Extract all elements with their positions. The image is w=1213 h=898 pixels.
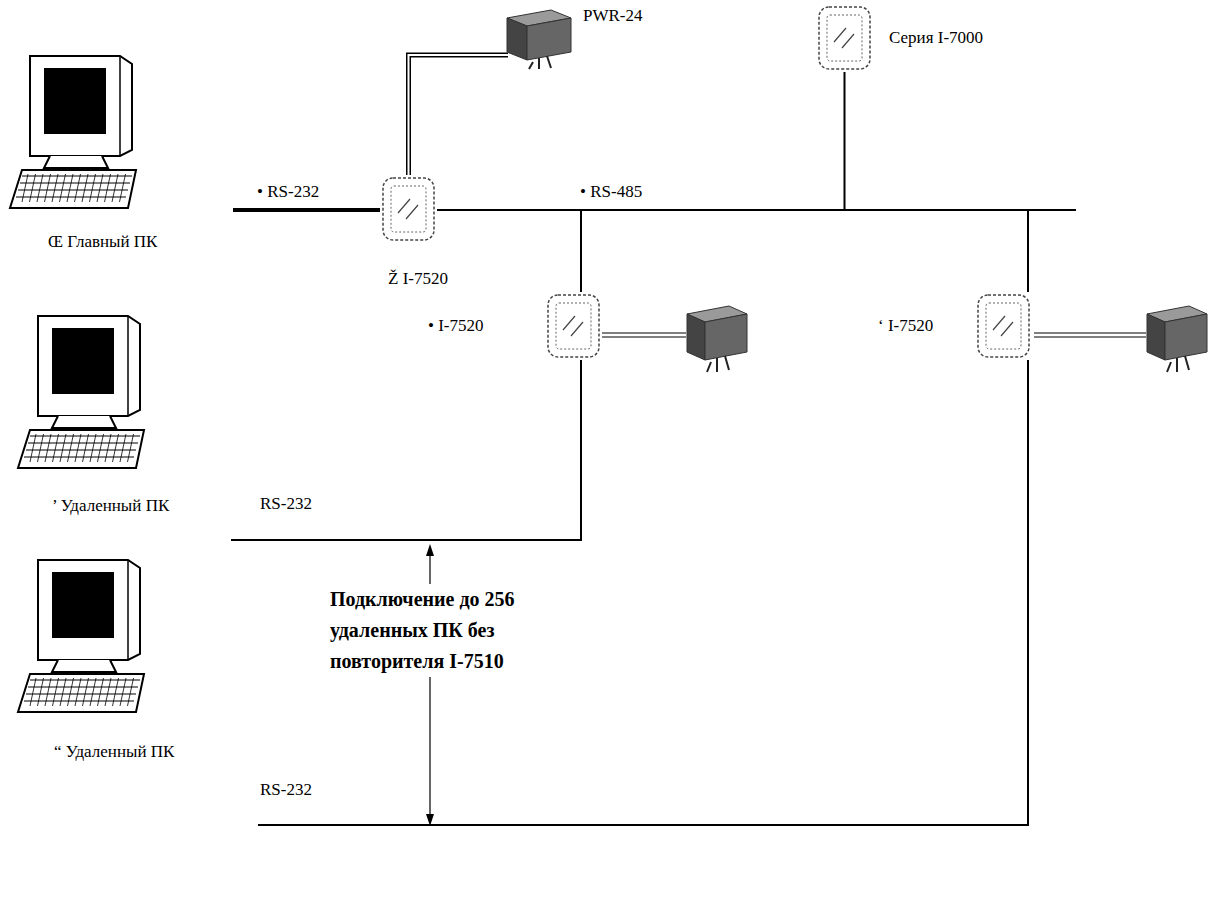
signal-label: • RS-232 — [255, 182, 321, 202]
wire-line — [437, 72, 845, 210]
wire-line — [258, 360, 1028, 825]
power-wire — [602, 332, 686, 333]
device-node: PWR-24 — [505, 6, 643, 70]
device-label: • I-7520 — [428, 316, 538, 336]
device-label: Ž I-7520 — [388, 269, 448, 289]
device-node: Ž I-7520 — [380, 175, 448, 289]
power-wire — [602, 336, 686, 337]
device-node: • I-7520 — [428, 292, 602, 360]
wire-line — [437, 210, 581, 292]
power-wire — [1034, 332, 1146, 333]
power-supply — [1147, 306, 1207, 372]
device-node: ‘ I-7520 — [878, 292, 1032, 360]
wire-connector — [258, 360, 1028, 825]
wire-line — [409, 55, 509, 175]
note-text: Подключение до 256 удаленных ПК без повт… — [330, 584, 595, 677]
bus-end — [1026, 209, 1076, 211]
module-icon — [975, 292, 1032, 360]
wire-connector — [437, 210, 1028, 292]
wire-connector — [231, 360, 581, 540]
device-node: “ Удаленный ПК — [16, 556, 258, 762]
device-label: Œ Главный ПК — [48, 232, 157, 252]
device-label: ’ Удаленный ПК — [52, 496, 169, 516]
signal-label: • RS-485 — [578, 182, 644, 202]
power-supply — [687, 306, 747, 372]
module-icon — [545, 292, 602, 360]
wire-connector — [437, 72, 845, 210]
device-node: Œ Главный ПК — [8, 52, 233, 252]
device-label: PWR-24 — [583, 6, 643, 26]
wire-connector — [233, 210, 380, 211]
wire-connector — [409, 55, 509, 175]
device-label: Серия I-7000 — [889, 28, 983, 48]
wire-gap — [409, 55, 509, 175]
module-icon — [380, 175, 437, 243]
wire-connector — [437, 210, 581, 292]
signal-label: RS-232 — [258, 494, 314, 514]
device-label: “ Удаленный ПК — [54, 742, 174, 762]
computer-icon — [8, 52, 143, 212]
arrow-head — [426, 544, 434, 556]
wire-line — [231, 360, 581, 540]
power-icon — [505, 6, 575, 70]
device-node: ’ Удаленный ПК — [16, 312, 231, 516]
signal-label: RS-232 — [258, 780, 314, 800]
device-label: ‘ I-7520 — [878, 316, 968, 336]
device-node: Серия I-7000 — [816, 4, 983, 72]
computer-icon — [16, 556, 151, 716]
wire-line — [437, 210, 1028, 292]
module-icon — [816, 4, 873, 72]
wire-line — [233, 208, 380, 212]
computer-icon — [16, 312, 151, 472]
power-wire — [1034, 336, 1146, 337]
